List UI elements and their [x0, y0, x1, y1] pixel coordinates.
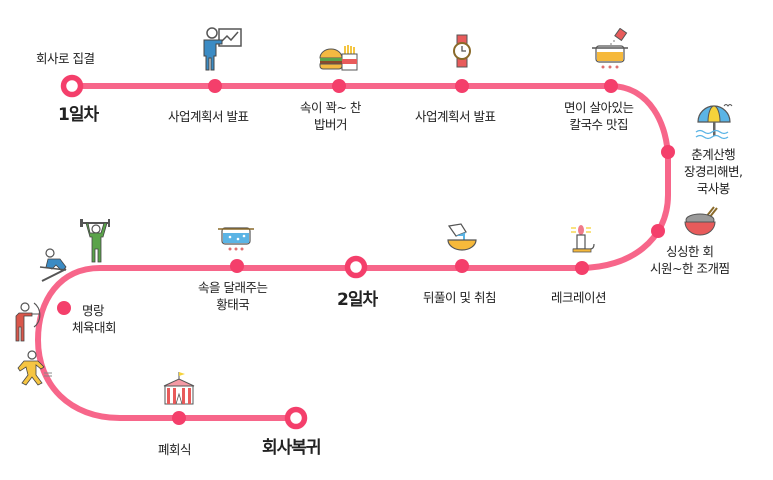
stop-label-s7: 레크레이션 — [551, 290, 607, 305]
watch-icon — [453, 34, 471, 68]
stop-node-s10 — [57, 301, 71, 315]
day1-ring-node — [60, 74, 84, 98]
candle-icon — [571, 225, 595, 253]
stop-node-s5 — [661, 145, 675, 159]
runner-icon — [17, 350, 52, 386]
stop-node-s1 — [208, 79, 222, 93]
weightlifter-icon — [80, 219, 110, 263]
noodle-bowl-icon — [684, 206, 718, 236]
archer-icon — [15, 302, 41, 342]
presentation-icon — [203, 27, 242, 71]
circus-tent-icon — [163, 372, 195, 405]
stop-node-s4 — [604, 79, 618, 93]
pouring-bowl-icon — [447, 223, 477, 251]
start-label: 회사로 집결 — [36, 51, 95, 66]
stop-node-s11 — [172, 411, 186, 425]
beach-umbrella-icon — [695, 104, 733, 140]
cooking-pot-icon — [592, 28, 628, 69]
stop-label-s8: 뒤풀이 및 취침 — [423, 290, 496, 305]
stop-label-s3: 사업계획서 발표 — [415, 109, 496, 124]
stop-node-s8 — [455, 259, 469, 273]
boiling-pot-icon — [218, 227, 254, 251]
stop-node-s3 — [455, 79, 469, 93]
burger-fries-icon — [319, 45, 358, 71]
stop-label-s1: 사업계획서 발표 — [168, 109, 249, 124]
stop-node-s6 — [651, 224, 665, 238]
day1-label: 1일차 — [58, 105, 99, 125]
stop-node-s9 — [230, 259, 244, 273]
stop-label-s11: 폐회식 — [158, 442, 192, 457]
end-label: 회사복귀 — [262, 438, 322, 458]
end-ring-node — [284, 406, 308, 430]
day2-label: 2일차 — [337, 290, 378, 310]
day2-ring-node — [344, 255, 368, 279]
stop-node-s7 — [575, 261, 589, 275]
skier-icon — [39, 248, 67, 282]
sports-icons — [15, 219, 110, 386]
stop-node-s2 — [332, 79, 346, 93]
